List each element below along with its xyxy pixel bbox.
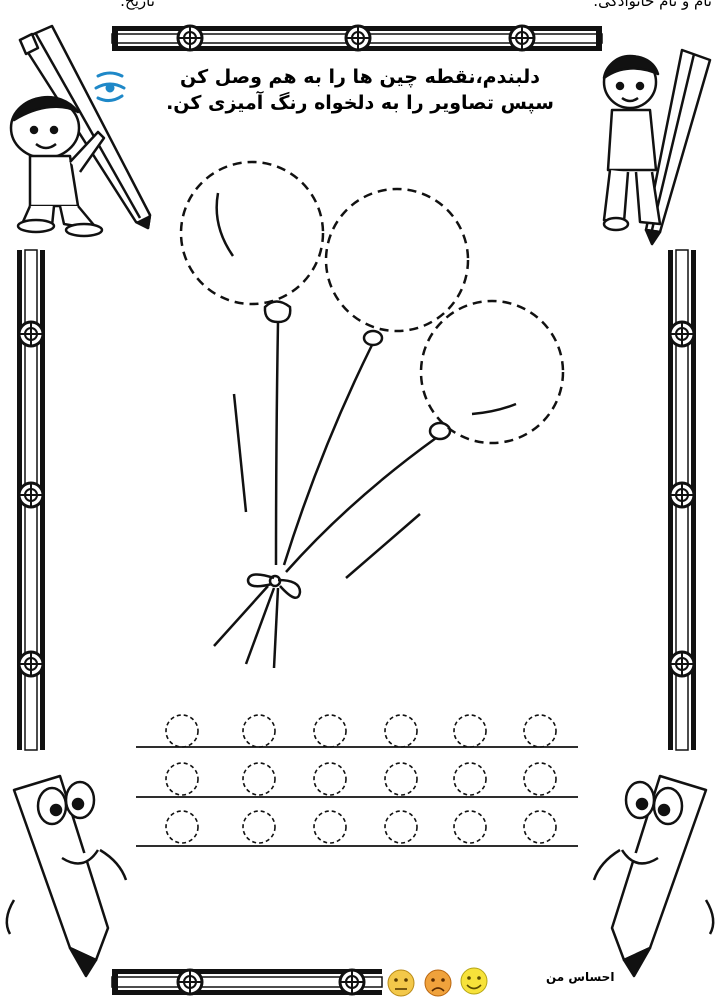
right-border	[668, 249, 696, 751]
feeling-label: احساس من	[546, 970, 615, 984]
tracing-circle	[523, 762, 557, 796]
tracing-circle	[165, 762, 199, 796]
name-label: نام و نام خانوادگی:	[593, 0, 712, 10]
balloon-tracing-drawing	[179, 160, 565, 669]
top-border	[111, 24, 603, 52]
tracing-circle	[523, 810, 557, 844]
pencil-mascot-right	[592, 774, 715, 978]
tracing-circle	[453, 810, 487, 844]
bottom-border	[111, 968, 383, 996]
tracing-circle	[242, 714, 276, 748]
publisher-logo	[94, 71, 126, 103]
happy-face-icon[interactable]	[460, 967, 488, 995]
girl-with-pencil-illustration	[602, 48, 712, 246]
tracing-circle	[313, 762, 347, 796]
tracing-circle	[313, 714, 347, 748]
instructions: دلبندم،نقطه چین ها را به هم وصل کن سپس ت…	[150, 64, 570, 116]
pencil-mascot-left	[5, 774, 128, 978]
tracing-circle	[453, 762, 487, 796]
tracing-practice	[136, 746, 578, 847]
tracing-circle	[165, 714, 199, 748]
tracing-circle	[384, 810, 418, 844]
instruction-line-2: سپس تصاویر را به دلخواه رنگ آمیزی کن.	[166, 92, 554, 114]
sad-face-icon[interactable]	[424, 969, 452, 997]
tracing-circle	[242, 762, 276, 796]
tracing-circle	[242, 810, 276, 844]
tracing-circle	[523, 714, 557, 748]
tracing-circle	[453, 714, 487, 748]
instruction-line-1: دلبندم،نقطه چین ها را به هم وصل کن	[180, 66, 540, 88]
boy-with-pencil-illustration	[9, 24, 152, 238]
date-label: تاریخ:	[120, 0, 155, 10]
tracing-circle	[384, 762, 418, 796]
tracing-circle	[313, 810, 347, 844]
tracing-circles	[165, 714, 557, 844]
left-border	[17, 249, 45, 751]
tracing-circle	[165, 810, 199, 844]
tracing-circle	[384, 714, 418, 748]
neutral-face-icon[interactable]	[387, 969, 415, 997]
